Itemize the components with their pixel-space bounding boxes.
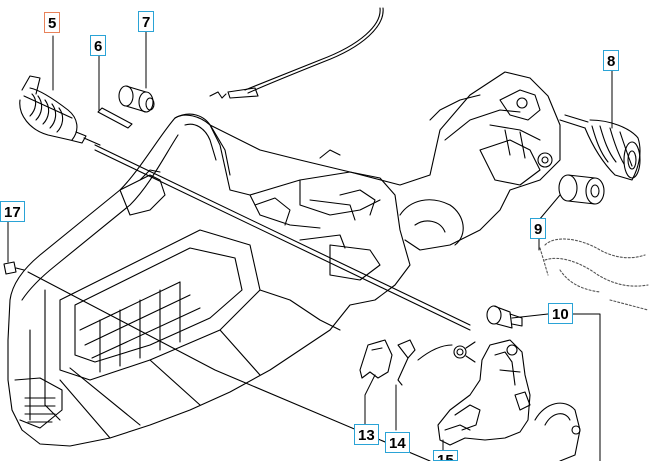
trigger-assembly — [437, 339, 531, 446]
callout-part-6[interactable]: 6 — [90, 35, 107, 56]
callout-part-14[interactable]: 14 — [385, 432, 410, 453]
spacer-part-9 — [558, 174, 605, 205]
callout-part-13[interactable]: 13 — [354, 424, 379, 445]
rear-frame — [209, 71, 561, 251]
screw-part-10 — [486, 305, 523, 329]
callout-part-17[interactable]: 17 — [0, 201, 25, 222]
callout-part-15[interactable]: 15 — [433, 450, 458, 461]
callout-part-5[interactable]: 5 — [44, 12, 61, 33]
callout-part-8[interactable]: 8 — [603, 50, 620, 71]
damper-left — [19, 75, 101, 146]
handle-housing — [7, 113, 411, 447]
throttle-rod — [27, 144, 471, 462]
leader-lines — [7, 31, 613, 462]
throttle-cable — [209, 7, 384, 99]
spring-part-14 — [397, 339, 476, 386]
pin-part-6 — [97, 107, 133, 129]
callout-part-9[interactable]: 9 — [530, 218, 547, 239]
background-parts-right — [539, 238, 649, 311]
callout-part-10[interactable]: 10 — [548, 303, 573, 324]
screw-part-17 — [3, 261, 25, 275]
sleeve-part-7 — [118, 85, 155, 113]
lever-part-13 — [359, 339, 393, 379]
bracket-lower — [534, 402, 581, 462]
callout-part-7[interactable]: 7 — [138, 11, 155, 32]
damper-right — [559, 114, 641, 181]
